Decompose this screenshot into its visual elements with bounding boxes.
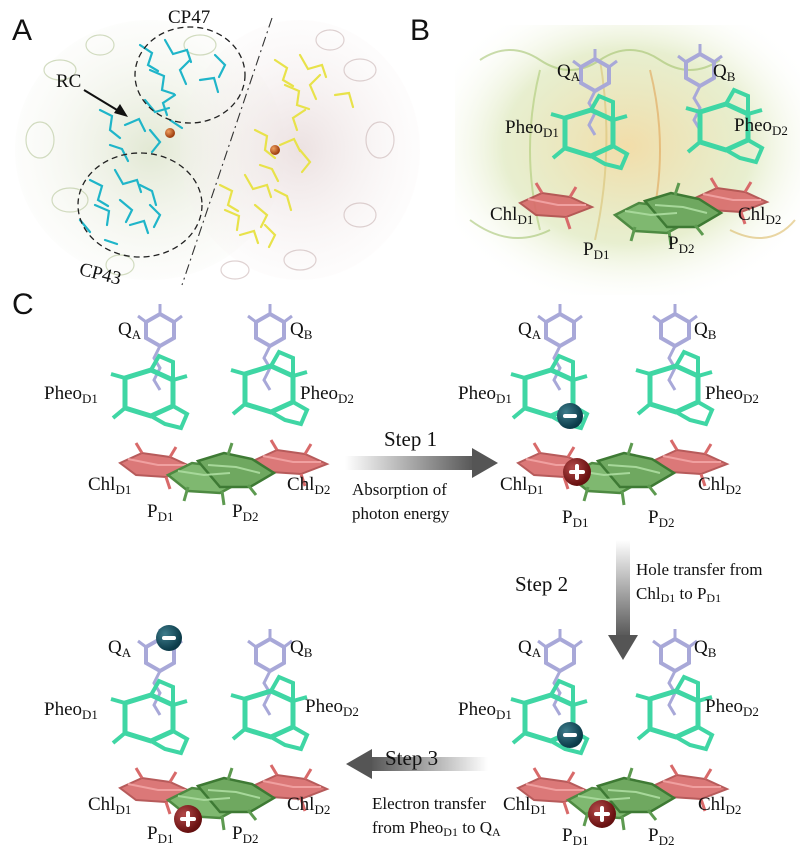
- label-b-pheo-d2: PheoD2: [734, 115, 788, 138]
- step-2-arrow: [608, 540, 638, 660]
- step-3-description: Electron transfer from PheoD1 to QA: [372, 794, 501, 839]
- label-c1-p-d1: PD1: [147, 501, 174, 524]
- step-1-description: Absorption of photon energy: [352, 480, 450, 523]
- cp47-outline: [134, 26, 246, 124]
- helix-rings: [25, 34, 217, 276]
- rc-arrowhead: [114, 104, 128, 117]
- label-c2-chl-d1: ChlD1: [500, 474, 544, 497]
- label-b-qb: QB: [713, 61, 736, 84]
- label-cp47: CP47: [168, 7, 211, 28]
- panel-letter-a: A: [12, 14, 33, 47]
- label-rc: RC: [56, 71, 82, 92]
- label-c1-chl-d2: ChlD2: [287, 474, 331, 497]
- iron-atom-right: [270, 145, 280, 155]
- label-b-pheo-d1: PheoD1: [505, 117, 559, 140]
- step-3-arrow: [346, 749, 488, 779]
- cp43-outline: [77, 152, 203, 258]
- label-c2-p-d2: PD2: [648, 507, 675, 530]
- label-b-chl-d2: ChlD2: [738, 204, 782, 227]
- dimer-separator-line: [181, 17, 273, 286]
- label-c1-chl-d1: ChlD1: [88, 474, 132, 497]
- panel-letter-c: C: [12, 288, 34, 321]
- label-c3-p-d2: PD2: [232, 823, 259, 846]
- label-c2-p-d1: PD1: [562, 507, 589, 530]
- panel-letter-b: B: [410, 14, 431, 47]
- label-c3-chl-d2: ChlD2: [287, 794, 331, 817]
- electron-on-pheo-set4: [557, 722, 583, 748]
- hole-on-p-set4: [588, 800, 616, 828]
- rc-arrow: [83, 89, 123, 114]
- cyan-pigments: [78, 38, 227, 246]
- label-c4-p-d1: PD1: [562, 825, 589, 848]
- step-1-label: Step 1: [384, 427, 438, 451]
- label-c1-qb: QB: [290, 319, 313, 342]
- label-c4-pheo-d2: PheoD2: [705, 696, 759, 719]
- label-c2-qb: QB: [694, 319, 717, 342]
- step-1-arrow: [345, 448, 498, 478]
- hole-on-p-set3: [174, 805, 202, 833]
- label-c4-chl-d2: ChlD2: [698, 794, 742, 817]
- label-c3-p-d1: PD1: [147, 823, 174, 846]
- label-b-qa: QA: [557, 61, 581, 84]
- label-c4-qb: QB: [694, 637, 717, 660]
- label-c3-pheo-d1: PheoD1: [44, 699, 98, 722]
- label-c1-pheo-d2: PheoD2: [300, 383, 354, 406]
- step-2-description: Hole transfer from ChlD1 to PD1: [636, 560, 763, 605]
- label-c2-qa: QA: [518, 319, 542, 342]
- label-c2-pheo-d2: PheoD2: [705, 383, 759, 406]
- label-c3-pheo-d2: PheoD2: [305, 696, 359, 719]
- label-b-p-d1: PD1: [583, 239, 610, 262]
- label-c4-pheo-d1: PheoD1: [458, 699, 512, 722]
- label-c1-qa: QA: [118, 319, 142, 342]
- label-c4-p-d2: PD2: [648, 825, 675, 848]
- label-c2-pheo-d1: PheoD1: [458, 383, 512, 406]
- label-c4-chl-d1: ChlD1: [503, 794, 547, 817]
- label-c1-p-d2: PD2: [232, 501, 259, 524]
- yellow-pigments: [218, 53, 355, 249]
- electron-on-pheo-set2: [557, 403, 583, 429]
- label-b-p-d2: PD2: [668, 233, 695, 256]
- label-c3-qb: QB: [290, 637, 313, 660]
- label-c1-pheo-d1: PheoD1: [44, 383, 98, 406]
- label-c4-qa: QA: [518, 637, 542, 660]
- label-c2-chl-d2: ChlD2: [698, 474, 742, 497]
- label-c3-chl-d1: ChlD1: [88, 794, 132, 817]
- iron-atom-left: [165, 128, 175, 138]
- hole-on-chl-set2: [563, 458, 591, 486]
- label-b-chl-d1: ChlD1: [490, 204, 534, 227]
- label-c3-qa: QA: [108, 637, 132, 660]
- step-3-label: Step 3: [385, 746, 439, 770]
- helix-rings-right: [220, 29, 395, 280]
- electron-on-qa-set3: [156, 625, 182, 651]
- step-2-label: Step 2: [515, 572, 569, 596]
